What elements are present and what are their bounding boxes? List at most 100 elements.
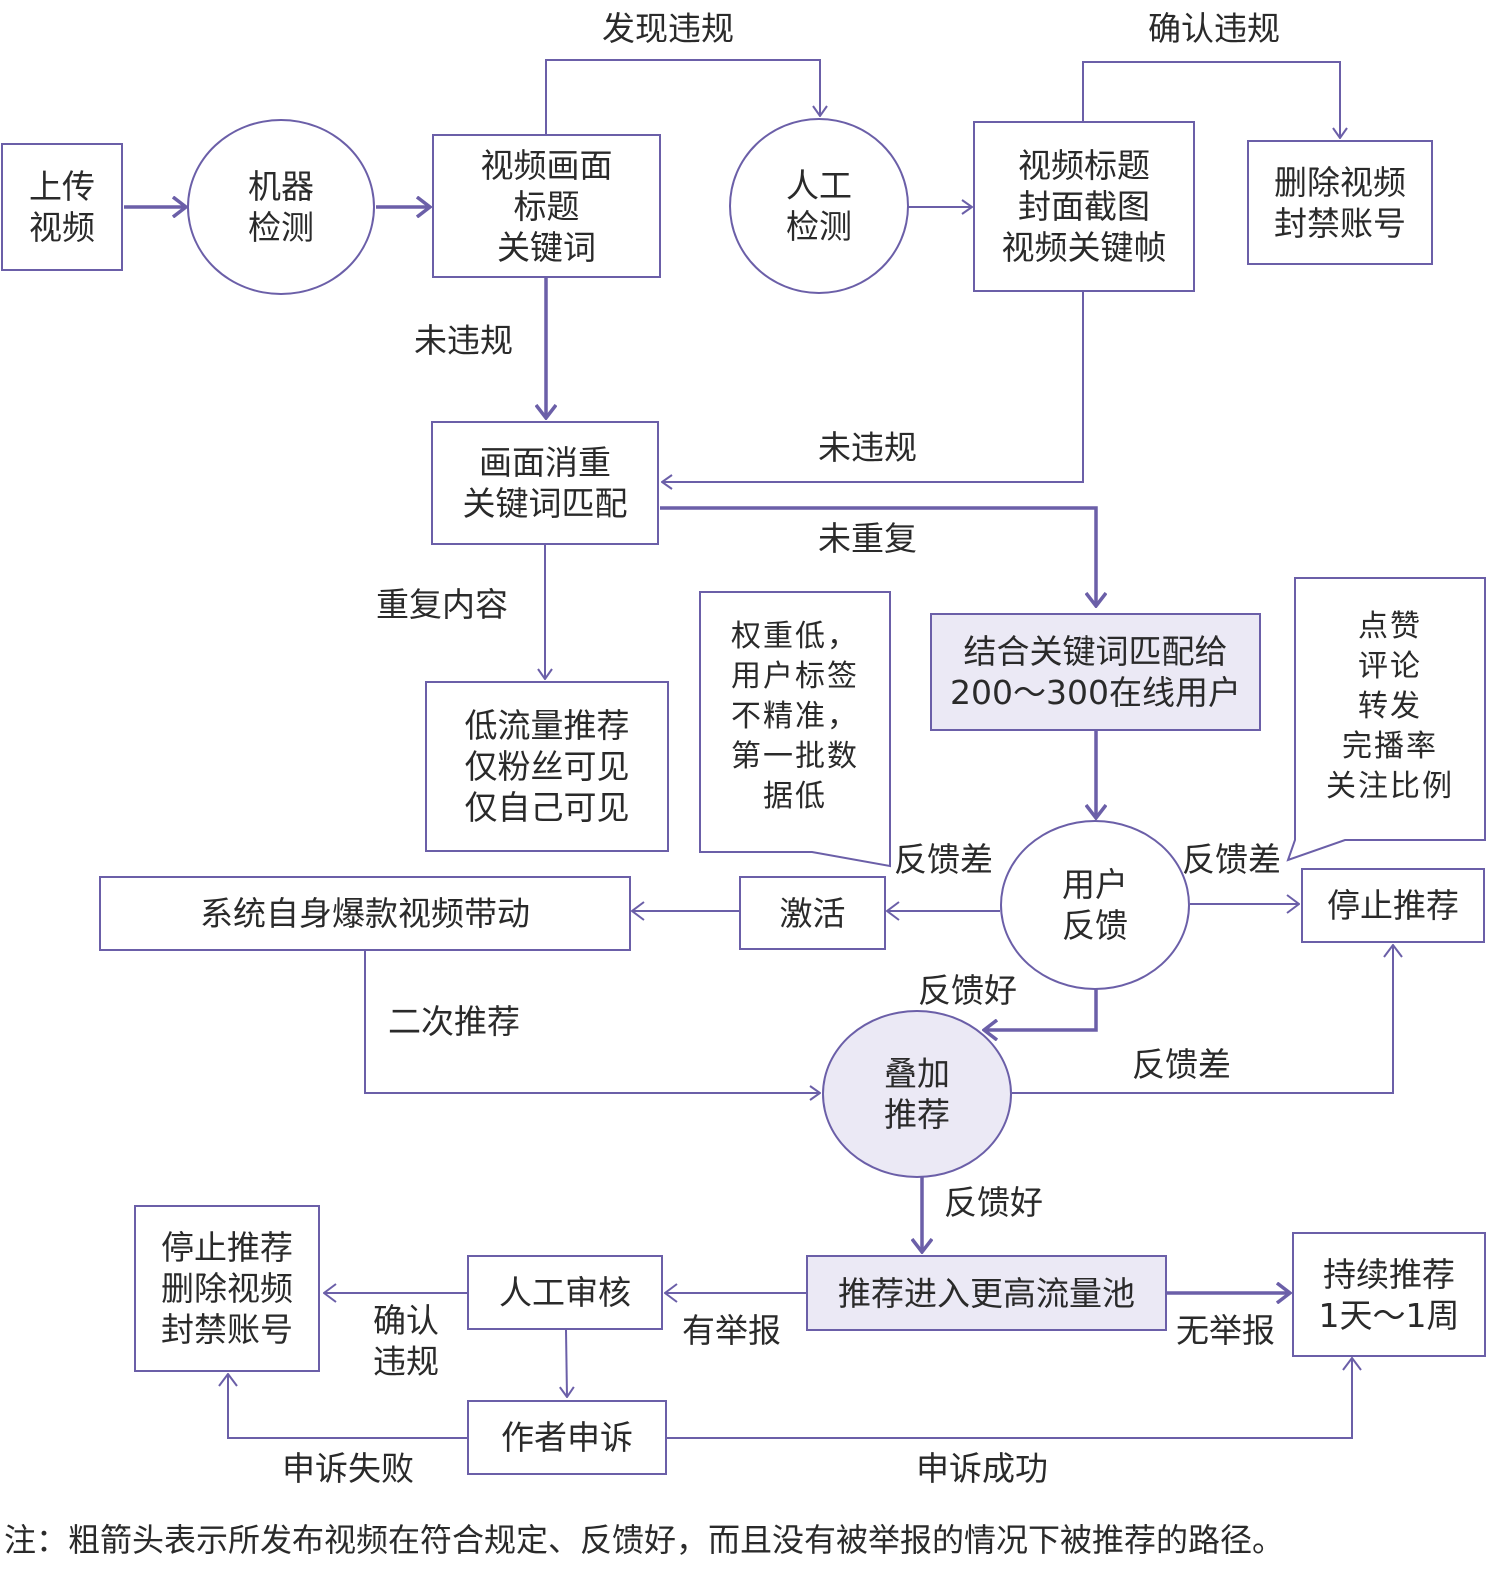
label-duplicate-content: 重复内容 — [376, 585, 508, 624]
node-line: 人工审核 — [499, 1273, 631, 1312]
note-bubble-metrics — [1286, 577, 1486, 862]
node-line: 结合关键词匹配给 — [963, 632, 1228, 671]
node-initial-push: 结合关键词匹配给 200～300在线用户 — [930, 613, 1261, 731]
note-line: 用户标签 — [731, 659, 859, 694]
note-low-weight: 权重低， 用户标签 不精准， 第一批数 据低 — [702, 617, 888, 817]
node-final-penalty: 停止推荐 删除视频 封禁账号 — [134, 1205, 320, 1372]
arrow-dedup-to-push — [660, 506, 1096, 606]
note-line: 权重低， — [731, 619, 859, 654]
label-no-violation-right: 未违规 — [818, 428, 917, 467]
node-line: 用户 — [1062, 865, 1128, 904]
node-line: 叠加 — [884, 1054, 950, 1093]
arrow-confirm-violation — [1082, 61, 1340, 138]
node-continue: 持续推荐 1天～1周 — [1292, 1232, 1486, 1357]
node-line: 关键词匹配 — [462, 484, 628, 523]
node-stop-top: 停止推荐 — [1301, 868, 1485, 943]
arrow-evidence-to-dedup — [662, 291, 1084, 482]
label-has-report: 有举报 — [682, 1311, 781, 1350]
label-bad-feedback-left: 反馈差 — [894, 840, 993, 879]
arrow-appeal-failed — [228, 1374, 467, 1439]
label-no-violation-left: 未违规 — [414, 321, 513, 360]
arrow-review-to-appeal — [566, 1329, 567, 1397]
arrow-found-violation — [545, 59, 820, 134]
node-line: 停止推荐 — [1327, 886, 1459, 925]
node-delete-ban-top: 删除视频 封禁账号 — [1247, 140, 1433, 265]
node-line: 机器 — [248, 167, 314, 206]
label-bad-feedback-right: 反馈差 — [1182, 840, 1281, 879]
node-line: 系统自身爆款视频带动 — [200, 894, 530, 933]
label-good-feedback-1: 反馈好 — [918, 971, 1017, 1010]
arrow-appeal-success — [667, 1358, 1352, 1439]
node-line: 画面消重 — [479, 443, 611, 482]
note-line: 评论 — [1358, 649, 1422, 684]
node-line: 视频画面 — [480, 145, 613, 185]
node-evidence: 视频标题 封面截图 视频关键帧 — [973, 121, 1195, 292]
node-line: 推荐 — [884, 1095, 950, 1134]
arrow-feedback-to-stack — [984, 988, 1098, 1030]
node-dedup: 画面消重 关键词匹配 — [431, 421, 659, 545]
node-activate: 激活 — [739, 876, 886, 950]
node-line: 停止推荐 — [161, 1228, 293, 1267]
node-low-traffic: 低流量推荐 仅粉丝可见 仅自己可见 — [425, 681, 669, 852]
arrow-stack-to-stop — [1012, 945, 1393, 1094]
arrow-viral-to-stack — [364, 951, 820, 1093]
footnote: 注：粗箭头表示所发布视频在符合规定、反馈好，而且没有被举报的情况下被推荐的路径。 — [4, 1521, 1285, 1559]
node-line: 低流量推荐 — [464, 706, 630, 745]
note-line: 第一批数 — [731, 739, 859, 774]
label-found-violation: 发现违规 — [602, 9, 734, 48]
label-confirm-violation-bottom: 确认 违规 — [356, 1300, 456, 1382]
node-line: 激活 — [779, 893, 846, 933]
node-user-feedback: 用户 反馈 — [1000, 820, 1190, 990]
node-stack-recommend: 叠加 推荐 — [822, 1010, 1012, 1178]
node-line: 反馈 — [1062, 906, 1128, 945]
node-line: 检测 — [248, 208, 314, 247]
node-line: 人工 — [786, 166, 852, 205]
node-line: 封禁账号 — [1274, 203, 1406, 243]
label-confirm-violation-top: 确认违规 — [1148, 9, 1280, 48]
label-good-feedback-2: 反馈好 — [944, 1183, 1043, 1222]
node-higher-pool: 推荐进入更高流量池 — [806, 1255, 1167, 1331]
node-line: 持续推荐 — [1323, 1254, 1455, 1294]
node-line: 标题 — [513, 186, 580, 226]
note-metrics: 点赞 评论 转发 完播率 关注比例 — [1297, 607, 1483, 807]
node-line: 视频标题 — [1018, 146, 1150, 185]
node-line: 删除视频 — [161, 1269, 293, 1308]
node-line: 推荐进入更高流量池 — [838, 1273, 1135, 1313]
label-appeal-failed: 申诉失败 — [282, 1449, 414, 1488]
note-line: 据低 — [763, 779, 827, 814]
node-line: 封禁账号 — [161, 1310, 293, 1349]
label-line: 违规 — [373, 1342, 439, 1381]
node-line: 检测 — [786, 207, 852, 246]
node-line: 仅自己可见 — [464, 788, 630, 827]
label-line: 确认 — [373, 1301, 439, 1340]
label-appeal-success: 申诉成功 — [916, 1449, 1048, 1488]
node-upload-video: 上传 视频 — [1, 143, 123, 271]
label-no-report: 无举报 — [1176, 1311, 1275, 1350]
node-video-content: 视频画面 标题 关键词 — [432, 134, 661, 278]
node-line: 视频 — [29, 208, 95, 247]
node-author-appeal: 作者申诉 — [467, 1400, 667, 1475]
node-line: 200～300在线用户 — [950, 673, 1241, 712]
note-line: 点赞 — [1358, 609, 1422, 644]
note-line: 不精准， — [731, 699, 859, 734]
node-line: 删除视频 — [1274, 162, 1406, 202]
note-line: 关注比例 — [1326, 769, 1454, 804]
note-bubble-low-weight — [699, 591, 891, 868]
node-manual-review: 人工审核 — [467, 1255, 663, 1330]
node-manual-check: 人工 检测 — [729, 118, 909, 294]
note-line: 完播率 — [1342, 729, 1438, 764]
node-line: 封面截图 — [1018, 187, 1150, 226]
node-line: 仅粉丝可见 — [464, 747, 630, 786]
label-not-duplicate: 未重复 — [818, 519, 917, 558]
node-line: 1天～1周 — [1318, 1295, 1460, 1335]
node-line: 上传 — [29, 167, 95, 206]
note-line: 转发 — [1358, 689, 1422, 724]
node-line: 关键词 — [497, 227, 596, 267]
node-machine-check: 机器 检测 — [187, 119, 375, 295]
label-bad-feedback-stack: 反馈差 — [1132, 1045, 1231, 1084]
label-second-recommend: 二次推荐 — [388, 1002, 520, 1041]
node-line: 作者申诉 — [501, 1418, 633, 1457]
node-viral-boost: 系统自身爆款视频带动 — [99, 876, 631, 951]
node-line: 视频关键帧 — [1001, 228, 1167, 267]
